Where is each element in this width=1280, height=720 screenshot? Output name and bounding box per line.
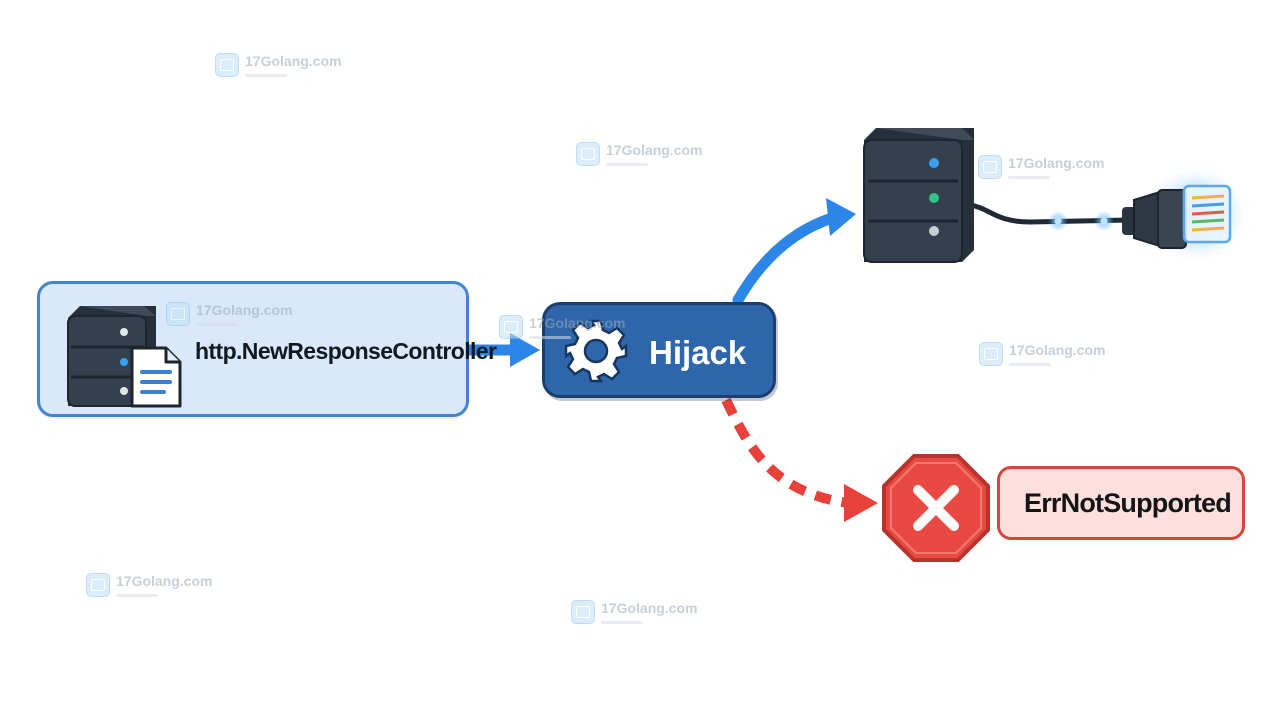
server-icon [67, 306, 182, 408]
error-label: ErrNotSupported [1024, 488, 1232, 518]
document-icon [130, 346, 182, 408]
gear-icon [564, 319, 628, 383]
arrow-hijack-to-server [732, 198, 856, 306]
ethernet-cable-icon [969, 164, 1250, 264]
arrow-controller-to-hijack [469, 333, 540, 367]
controller-label: http.NewResponseController [195, 338, 497, 364]
controller-node: http.NewResponseController [37, 281, 497, 417]
stop-x-icon [882, 454, 990, 562]
hijack-label: Hijack [649, 334, 747, 371]
arrow-hijack-to-error [721, 397, 878, 522]
error-node: ErrNotSupported [997, 466, 1245, 540]
hijack-node: Hijack [542, 302, 776, 398]
server-icon [863, 128, 974, 263]
